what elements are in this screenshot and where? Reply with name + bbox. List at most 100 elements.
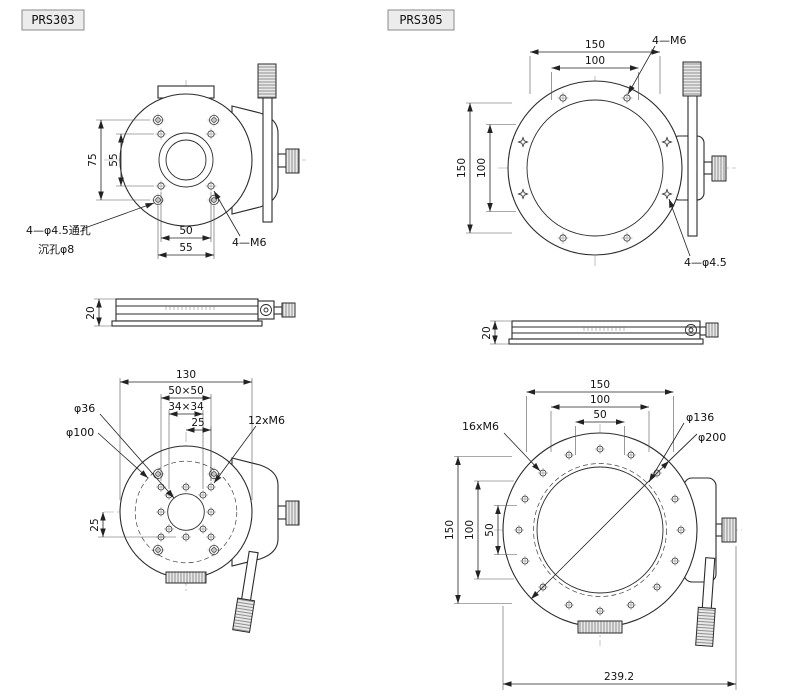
dim-100-left: 100 [464,480,514,580]
dim-34x34: 34×34 [168,401,204,489]
note-text: 4—φ4.5通孔 [26,224,91,237]
dim-text: 50 [179,225,192,237]
micrometer-knurled-knob [257,63,277,99]
note-text: φ100 [66,426,94,439]
dim-phi200-diagonal [530,433,698,600]
label-box [21,9,85,31]
dim-text: 150 [585,39,605,51]
prs305-side-view: 20 [481,320,719,345]
note-4m6: 4—M6 [213,190,267,249]
dim-text: 20 [481,326,493,339]
adjuster-bearing [685,324,697,336]
note-phi36: φ36 [74,402,175,499]
dim-text: 75 [87,153,99,166]
stage-body [119,85,279,227]
dim-text: 55 [179,242,192,254]
prs303-side-view: 20 [85,298,296,327]
base-plate [508,338,704,345]
dim-150-top: 150 [529,39,661,94]
micrometer [232,500,300,633]
micrometer-handle [232,550,259,633]
dim-text: 55 [108,153,120,166]
worm-knurl [577,620,623,634]
dim-50-top: 50 [575,409,625,455]
worm-knurl [165,571,207,584]
micrometer-handle [695,557,716,647]
micrometer-rod [262,95,273,223]
stage-side-body [115,298,259,322]
base-plate [111,320,263,327]
micrometer-knurled-knob [695,606,716,647]
fine-adjust-knob [285,148,300,174]
label-box [387,9,455,31]
micrometer-rod [687,93,698,237]
fine-adjust-stem [699,326,707,336]
dim-text: 100 [476,158,488,178]
dim-130: 130 [119,369,253,500]
dim-text: 150 [456,158,468,178]
prs303-title-box: PRS303 [21,9,85,31]
dim-20: 20 [85,298,116,327]
note-text: 沉孔φ8 [38,243,74,256]
note-phi100: φ100 [66,426,149,479]
dim-50: 50 [160,192,212,242]
fine-adjust-knob [711,155,727,182]
note-4phi45: 4—φ4.5 [668,198,727,269]
fine-adjust-stem [273,306,283,315]
prs305-bottom-view: 150 100 50 150 100 50 16xM6 [444,379,742,690]
prs305-top-view: 150 100 150 100 4—M6 4—φ4.5 [456,34,736,269]
outer-profile [119,445,253,579]
note-counterbore-holes: 4—φ4.5通孔 沉孔φ8 [26,202,155,256]
micrometer-knurled-knob [682,61,702,97]
note-text: φ200 [698,431,726,444]
vernier-scale [165,306,215,310]
dim-text: 130 [176,369,196,381]
note-text: φ136 [686,411,714,424]
dim-50-left: 50 [484,505,517,555]
note-text: 4—φ4.5 [684,256,727,269]
dim-150-top: 150 [526,379,674,452]
bolt-circle-phi100 [134,460,238,564]
dim-text: 100 [585,55,605,67]
note-phi136: φ136 [648,411,714,483]
fine-adjust-knob [705,322,719,338]
dim-20: 20 [481,320,512,345]
micrometer [682,61,727,237]
dim-text: 50 [484,523,496,536]
note-4m6: 4—M6 [627,34,687,95]
dim-55-vertical: 55 [108,133,154,187]
prs303-top-view: 75 55 50 55 4—φ4.5通孔 沉孔φ8 4—M6 [26,63,306,259]
dim-25-left: 25 [89,512,176,538]
aperture-outer [158,132,214,188]
dim-text: 50 [593,409,606,421]
dim-239-2: 239.2 [502,546,737,690]
outer-profile [507,80,683,256]
micrometer-knurled-knob [232,597,256,633]
outer-profile [119,93,253,227]
dim-75: 75 [87,119,150,201]
dim-100-left: 100 [476,124,516,212]
note-12xm6: 12xM6 [213,414,285,484]
note-text: 12xM6 [248,414,285,427]
fine-adjust-knob [281,302,296,318]
note-phi200: φ200 [698,431,726,444]
dim-text: 150 [444,520,456,540]
note-text: 4—M6 [232,236,267,249]
dim-25-top: 25 [186,417,212,481]
dim-150-left: 150 [456,102,512,234]
adjuster-bearing [260,304,272,316]
product-label: PRS305 [399,13,442,27]
prs305-title-box: PRS305 [387,9,455,31]
micrometer [257,63,300,223]
dim-text: 150 [590,379,610,391]
dim-text: 50×50 [168,385,204,397]
note-16xm6: 16xM6 [462,420,541,472]
micrometer [695,517,737,647]
dim-100-top: 100 [550,394,650,452]
fine-adjust-knob [721,517,737,543]
note-text: 4—M6 [652,34,687,47]
stage-side-body [511,320,701,340]
dim-text: 239.2 [604,671,634,683]
fine-adjust-stem [715,523,723,537]
